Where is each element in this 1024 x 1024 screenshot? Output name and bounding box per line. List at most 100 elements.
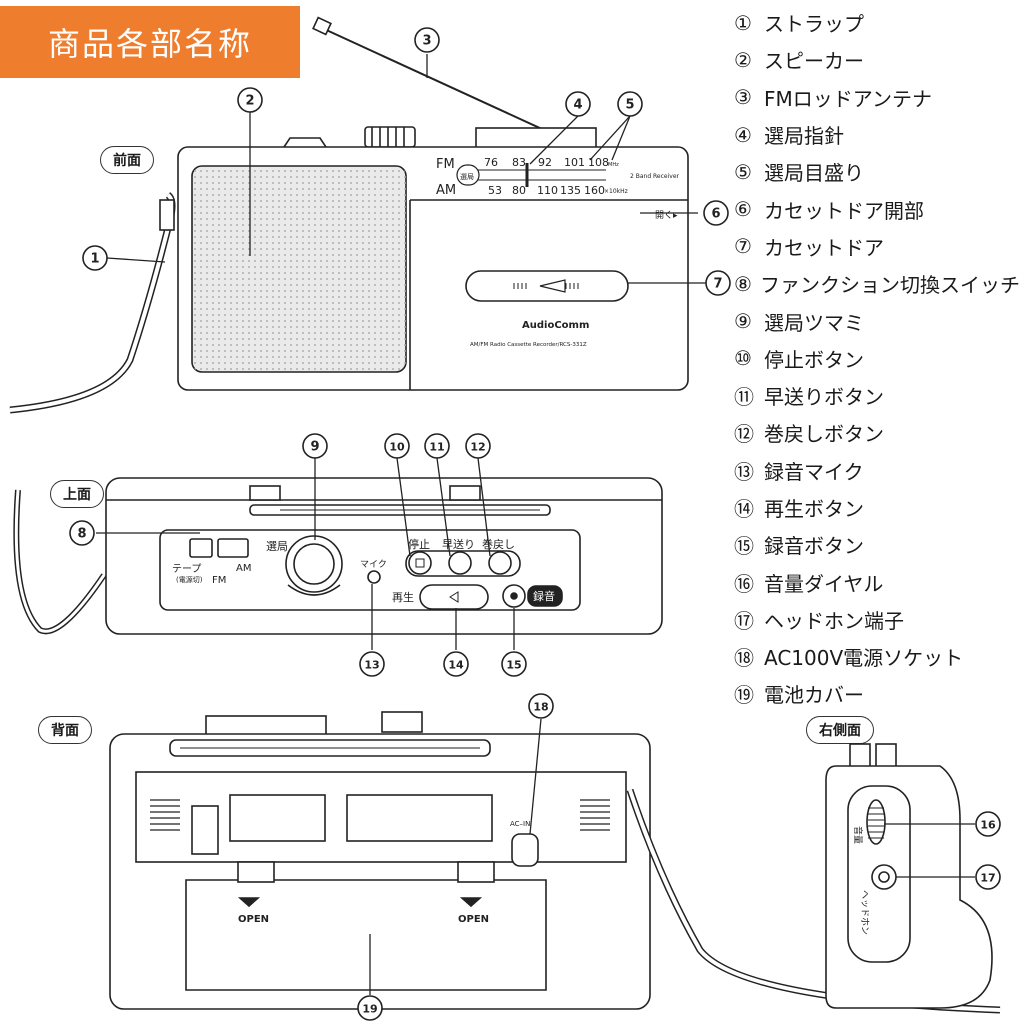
- legend-label: 選局ツマミ: [764, 310, 864, 335]
- legend-number: ⑭: [734, 497, 754, 521]
- callout-number: 12: [470, 441, 485, 454]
- legend-number: ⑦: [734, 234, 752, 259]
- ff-label: 早送り: [442, 537, 475, 551]
- legend-label: ストラップ: [764, 12, 864, 37]
- callout-circle: [703, 200, 729, 226]
- legend-number: ⑱: [734, 646, 754, 671]
- legend-label: 再生ボタン: [764, 497, 864, 521]
- callout-circle: [617, 91, 643, 117]
- callout-number: 19: [362, 1003, 377, 1016]
- callout-circle: [359, 651, 385, 677]
- page-title: 商品各部名称: [0, 6, 300, 78]
- callout-number: 2: [245, 94, 254, 109]
- view-label-back: 背面: [38, 716, 92, 744]
- callout-number: 14: [448, 659, 464, 672]
- am-tick-53: 53: [488, 184, 502, 197]
- open-label: 開く▸: [655, 210, 678, 221]
- legend-label: 巻戻しボタン: [764, 422, 884, 447]
- fm-switch-label: FM: [212, 575, 226, 586]
- callout-circle: [975, 864, 1001, 890]
- legend-label: カセットドア開部: [764, 198, 924, 223]
- legend-number: ⑲: [734, 683, 754, 708]
- callout-circle: [69, 520, 95, 546]
- legend-item: ⑭ 再生ボタン: [734, 489, 1020, 526]
- legend-number: ⑫: [734, 422, 754, 447]
- callout-number: 6: [711, 207, 720, 222]
- callout-number: 8: [77, 527, 86, 542]
- callout-circle: [528, 693, 554, 719]
- legend-label: 選局目盛り: [764, 161, 864, 186]
- legend-label: ファンクション切換スイッチ: [760, 273, 1020, 298]
- volume-dial: [866, 799, 886, 845]
- legend-label: 選局指針: [764, 124, 844, 149]
- open-label-left: OPEN: [238, 914, 269, 925]
- model-name: AM/FM Radio Cassette Recorder/RCS-331Z: [470, 342, 587, 348]
- mhz-unit: MHz: [608, 162, 619, 168]
- callout-number: 11: [429, 441, 444, 454]
- fm-label: FM: [436, 157, 455, 172]
- callout-number: 18: [533, 701, 548, 714]
- headphone-label: ヘッドホン: [859, 890, 870, 935]
- right-side-view: [825, 743, 993, 1009]
- callout-circle: [237, 87, 263, 113]
- callout-circle: [501, 651, 527, 677]
- callout-number: 3: [422, 34, 431, 49]
- dial-tuning-label: 選局: [460, 172, 474, 181]
- callout-circle: [357, 995, 383, 1021]
- rew-button-shape: [488, 551, 512, 575]
- callout-number: 1: [90, 252, 99, 267]
- ac-socket: [511, 833, 539, 867]
- legend-label: 音量ダイヤル: [764, 571, 884, 596]
- play-button-shape: [419, 584, 489, 610]
- am-tick-110: 110: [537, 184, 558, 197]
- callout-circle: [705, 270, 731, 296]
- legend-number: ⑨: [734, 309, 752, 334]
- tuning-knob-label: 選局: [266, 540, 288, 553]
- front-view: [9, 16, 689, 414]
- back-view: [109, 711, 1001, 1014]
- legend-number: ⑥: [734, 197, 752, 222]
- am-label: AM: [436, 183, 456, 198]
- am-tick-160: 160: [584, 184, 605, 197]
- battery-cover: [185, 879, 547, 991]
- legend-label: AC100V電源ソケット: [764, 646, 964, 671]
- legend-number: ⑩: [734, 346, 752, 371]
- fm-tick-83: 83: [512, 156, 526, 169]
- legend-label: スピーカー: [764, 49, 864, 74]
- view-label-top: 上面: [50, 480, 104, 508]
- top-view: [13, 477, 663, 635]
- legend-item: ⑱ AC100V電源ソケット: [734, 638, 1020, 675]
- ac-in-label: AC–IN: [510, 820, 530, 828]
- stop-button-shape: [408, 551, 432, 575]
- legend-item: ⑫ 巻戻しボタン: [734, 414, 1020, 451]
- callout-circle: [565, 91, 591, 117]
- fm-tick-108: 108: [588, 156, 609, 169]
- view-label-right: 右側面: [806, 716, 874, 744]
- leader-lines: [96, 54, 975, 995]
- am-switch-label: AM: [236, 563, 251, 574]
- open-label-right: OPEN: [458, 914, 489, 925]
- legend-item: ⑨ 選局ツマミ: [734, 302, 1020, 339]
- ff-button-shape: [448, 551, 472, 575]
- volume-label: 音量: [852, 826, 864, 844]
- callout-circle: [414, 27, 440, 53]
- legend-item: ⑥ カセットドア開部: [734, 190, 1020, 227]
- callout-circle: [443, 651, 469, 677]
- am-tick-80: 80: [512, 184, 526, 197]
- legend-number: ③: [734, 85, 752, 110]
- callout-number: 10: [389, 441, 405, 454]
- am-tick-135: 135: [560, 184, 581, 197]
